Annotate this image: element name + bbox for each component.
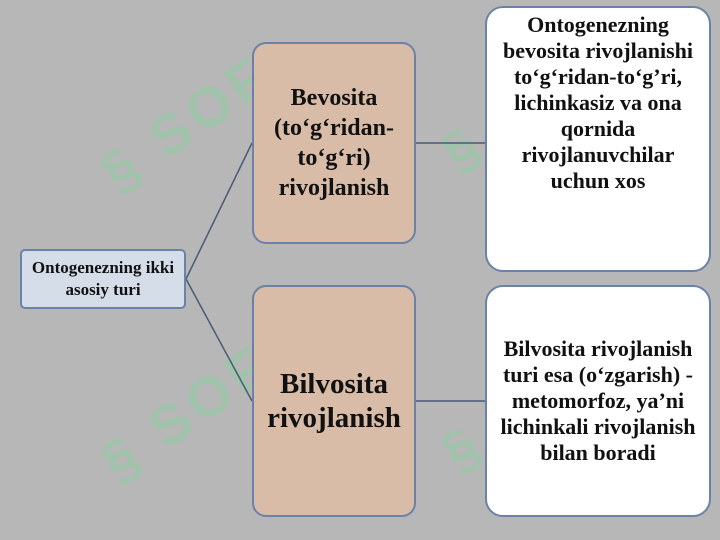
direct-development-label: Bevosita (to‘g‘ridan-to‘g‘ri) rivojlanis…: [274, 85, 394, 201]
indirect-development-description: Bilvosita rivojlanish turi esa (o‘zgaris…: [500, 336, 696, 465]
direct-development-description-box: Ontogenezning bevosita rivojlanishi to‘g…: [485, 6, 711, 272]
root-node-label: Ontogenezning ikki asosiy turi: [31, 258, 175, 299]
direct-development-node: Bevosita (to‘g‘ridan-to‘g‘ri) rivojlanis…: [252, 42, 416, 244]
direct-development-description: Ontogenezning bevosita rivojlanishi to‘g…: [502, 12, 694, 193]
connector-root-to-indirect: [185, 278, 253, 402]
indirect-development-label: Bilvosita rivojlanish: [267, 368, 401, 434]
indirect-development-node: Bilvosita rivojlanish: [252, 285, 416, 517]
root-node: Ontogenezning ikki asosiy turi: [20, 249, 186, 309]
connector-root-to-direct: [185, 142, 253, 280]
indirect-development-description-box: Bilvosita rivojlanish turi esa (o‘zgaris…: [485, 285, 711, 517]
